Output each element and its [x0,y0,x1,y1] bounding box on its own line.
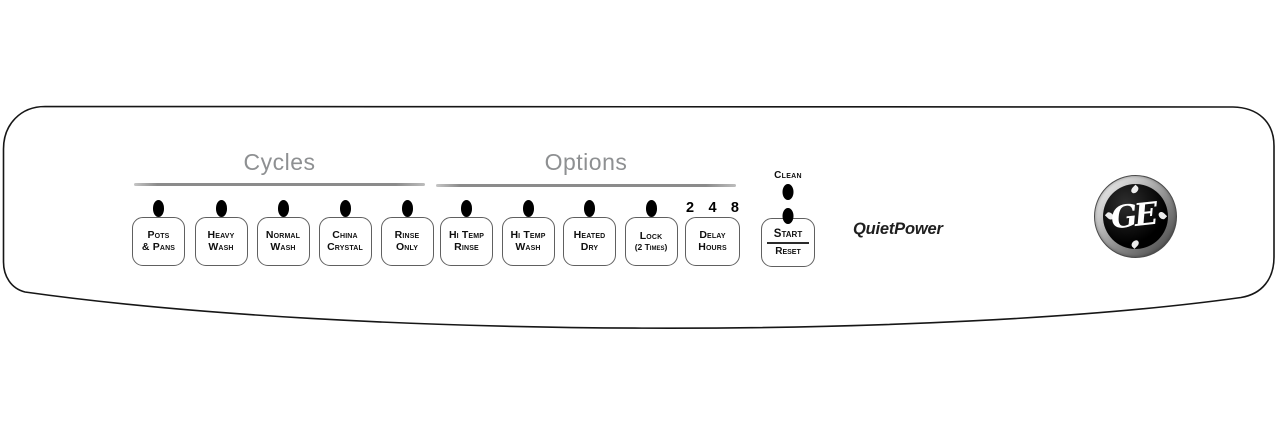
ge-logo-medallion: GE [1103,184,1168,249]
start-label: Start [773,228,803,241]
cycle-unit-heavy-wash: Heavy Wash [194,200,248,266]
normal-wash-label-line2: Wash [270,240,296,253]
hi-temp-wash-led-indicator [522,200,534,217]
options-section-title: Options [544,149,628,175]
rinse-only-label-line1: Rinse [394,229,420,241]
china-crystal-label-line1: China [332,229,358,241]
ge-logo-swirl-icon [1130,238,1140,249]
heated-dry-label-line1: Heated [573,229,606,241]
heavy-wash-button[interactable]: Heavy Wash [194,217,248,266]
hi-temp-wash-button[interactable]: Hi Temp Wash [501,217,555,266]
normal-wash-button[interactable]: Normal Wash [256,217,310,266]
heated-dry-button[interactable]: Heated Dry [563,217,616,266]
pots-pans-led-indicator [153,200,164,217]
pots-pans-label-line1: Pots [147,229,170,241]
heavy-wash-label-line2: Wash [208,240,234,253]
option-unit-lock: Lock (2 Times) [624,200,678,266]
heavy-wash-led-indicator [215,200,227,217]
rinse-only-button[interactable]: Rinse Only [380,217,434,266]
rinse-only-led-indicator [401,200,413,217]
heated-dry-label-line2: Dry [580,240,599,253]
normal-wash-label-line1: Normal [265,229,301,241]
ge-logo-swirl-icon [1130,184,1140,195]
hi-temp-rinse-button[interactable]: Hi Temp Rinse [440,217,493,266]
quietpower-model-name: QuietPower [853,220,943,238]
lock-label-line2: (2 Times) [634,242,668,253]
lock-led-indicator [645,200,657,217]
rinse-only-label-line2: Only [395,240,419,253]
delay-hours-label-line2: Hours [698,240,727,253]
heated-dry-led-indicator [584,200,595,217]
hi-temp-rinse-label-line2: Rinse [454,240,479,253]
options-section-underline [436,184,736,187]
hi-temp-wash-label-line1: Hi Temp [510,229,546,241]
ge-logo-swirl-icon [1156,210,1167,221]
cycles-section-title: Cycles [243,149,316,175]
option-unit-hi-temp-wash: Hi Temp Wash [501,200,555,266]
cycles-section-underline [134,183,425,186]
lock-label-line1: Lock [639,229,663,242]
start-reset-button[interactable]: Start Reset [761,218,815,267]
heavy-wash-label-line1: Heavy [207,229,235,241]
china-crystal-led-indicator [339,200,351,217]
cycle-unit-pots-pans: Pots & Pans [132,200,185,266]
ge-logo: GE [1094,175,1177,258]
pots-pans-button[interactable]: Pots & Pans [132,217,185,266]
cycle-unit-rinse-only: Rinse Only [380,200,434,266]
delay-hours-number-8: 8 [730,200,739,217]
option-unit-delay-hours: 2 4 8 Delay Hours [685,200,740,266]
pots-pans-label-line2: & Pans [141,240,176,253]
hi-temp-rinse-label-line1: Hi Temp [448,229,485,241]
delay-hours-label-line1: Delay [699,229,726,241]
delay-hours-number-2: 2 [686,200,695,217]
clean-indicator-label: Clean [774,170,802,181]
clean-led-indicator [782,183,794,200]
delay-hours-indicator-numbers: 2 4 8 [685,200,740,217]
start-led-indicator [782,207,794,224]
start-reset-divider [767,242,809,244]
hi-temp-wash-label-line2: Wash [515,240,541,253]
option-unit-hi-temp-rinse: Hi Temp Rinse [440,200,493,266]
china-crystal-label-line2: Crystal [327,240,363,253]
delay-hours-number-4: 4 [708,200,717,217]
china-crystal-button[interactable]: China Crystal [318,217,372,266]
reset-label: Reset [775,245,801,257]
delay-hours-button[interactable]: Delay Hours [685,217,740,266]
lock-button[interactable]: Lock (2 Times) [624,217,678,266]
normal-wash-led-indicator [277,200,289,217]
ge-monogram-text: GE [1109,195,1158,236]
cycle-unit-normal-wash: Normal Wash [256,200,310,266]
start-reset-cluster: Clean Start Reset [761,170,815,268]
cycle-unit-china-crystal: China Crystal [318,200,372,266]
option-unit-heated-dry: Heated Dry [563,200,616,266]
hi-temp-rinse-led-indicator [461,200,472,217]
